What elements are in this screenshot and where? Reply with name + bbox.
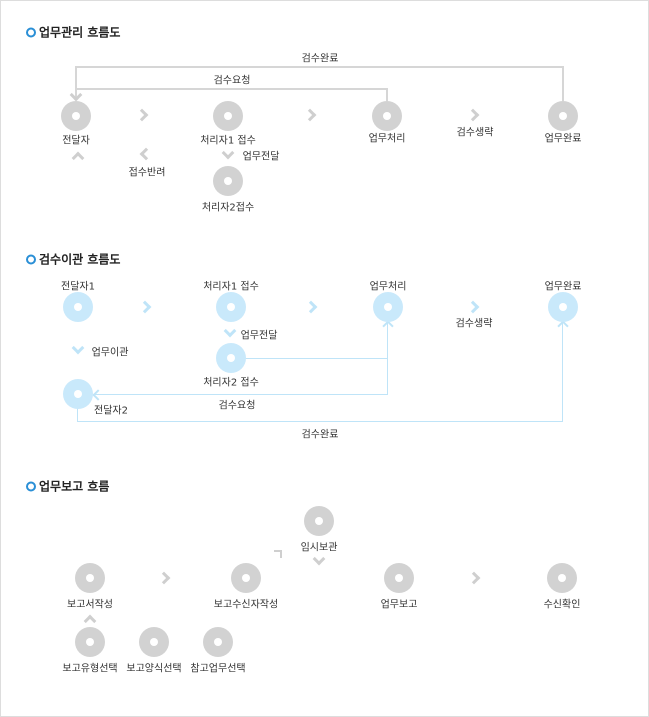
arrow-right-icon	[138, 300, 152, 314]
edge-label: 검수요청	[218, 400, 256, 412]
edge-label: 업무이관	[91, 347, 129, 359]
connector-line	[77, 421, 563, 422]
arrow-right-icon	[135, 108, 149, 122]
edge-label: 검수요청	[213, 75, 251, 87]
connector-line	[562, 323, 563, 422]
arrow-down-icon	[69, 88, 83, 102]
flow-node	[548, 101, 578, 131]
flow-node	[216, 343, 246, 373]
arrow-up-icon	[557, 320, 569, 332]
node-label: 처리자2접수	[201, 202, 255, 214]
arrow-right-icon	[467, 571, 481, 585]
arrow-up-icon	[83, 614, 97, 628]
arrow-up-icon	[382, 320, 394, 332]
arrow-up-icon	[71, 151, 85, 165]
node-label: 업무처리	[369, 281, 407, 293]
edge-label: 검수완료	[301, 53, 339, 65]
node-label: 보고수신자작성	[213, 599, 279, 611]
edge-label: 검수생략	[456, 127, 494, 139]
title-text: 업무보고 흐름	[39, 479, 110, 494]
node-label: 처리자2 접수	[203, 377, 259, 389]
node-label: 전달자1	[61, 281, 95, 293]
flow-node	[203, 627, 233, 657]
arrow-right-icon	[466, 108, 480, 122]
edge-label: 업무전달	[240, 330, 278, 342]
section-title: 업무관리 흐름도	[26, 24, 120, 41]
connector-line	[562, 66, 564, 101]
flow-node	[61, 101, 91, 131]
flow-node	[63, 292, 93, 322]
bullet-icon	[26, 27, 36, 37]
node-label: 전달자	[62, 135, 90, 147]
flow-node	[372, 101, 402, 131]
arrow-right-icon	[304, 300, 318, 314]
arrow-down-icon	[221, 146, 235, 160]
flow-node	[548, 292, 578, 322]
section-title: 검수이관 흐름도	[26, 251, 120, 268]
arrow-right-icon	[157, 571, 171, 585]
connector-line	[387, 323, 388, 395]
bullet-icon	[26, 254, 36, 264]
flow-node	[213, 166, 243, 196]
edge-label: 접수반려	[128, 167, 166, 179]
node-label: 임시보관	[300, 542, 338, 554]
flow-node	[216, 292, 246, 322]
title-text: 업무관리 흐름도	[39, 25, 121, 40]
edge-label: 업무전달	[242, 151, 280, 163]
flow-node	[63, 379, 93, 409]
arrow-left-icon	[139, 147, 153, 161]
flow-node	[231, 563, 261, 593]
node-label: 전달자2	[94, 405, 128, 417]
flow-node	[384, 563, 414, 593]
node-label: 처리자1 접수	[203, 281, 259, 293]
connector-line	[75, 66, 564, 68]
flow-node	[75, 563, 105, 593]
connector-line	[386, 88, 388, 101]
flow-node	[139, 627, 169, 657]
flow-node	[304, 506, 334, 536]
connector-line	[231, 358, 388, 359]
node-label: 보고유형선택	[62, 663, 118, 675]
arrow-right-icon	[303, 108, 317, 122]
connector-line	[93, 394, 388, 395]
flow-node	[213, 101, 243, 131]
node-label: 업무완료	[544, 133, 582, 145]
node-label: 처리자1 접수	[200, 135, 256, 147]
edge-label: 검수생략	[455, 318, 493, 330]
connector-line	[75, 88, 387, 90]
edge-label: 검수완료	[301, 429, 339, 441]
title-text: 검수이관 흐름도	[39, 252, 121, 267]
node-label: 업무처리	[368, 133, 406, 145]
bullet-icon	[26, 481, 36, 491]
flow-node	[373, 292, 403, 322]
flow-node	[75, 627, 105, 657]
arrow-up-right-icon	[274, 550, 282, 558]
node-label: 보고양식선택	[126, 663, 182, 675]
arrow-left-icon	[92, 389, 104, 401]
node-label: 업무완료	[544, 281, 582, 293]
arrow-down-icon	[312, 552, 326, 566]
arrow-down-icon	[71, 341, 85, 355]
node-label: 보고서작성	[67, 599, 113, 611]
arrow-down-icon	[223, 324, 237, 338]
node-label: 업무보고	[380, 599, 418, 611]
node-label: 참고업무선택	[190, 663, 246, 675]
node-label: 수신확인	[543, 599, 581, 611]
connector-line	[75, 66, 77, 99]
section-title: 업무보고 흐름	[26, 478, 109, 495]
flow-node	[547, 563, 577, 593]
arrow-right-icon	[466, 300, 480, 314]
